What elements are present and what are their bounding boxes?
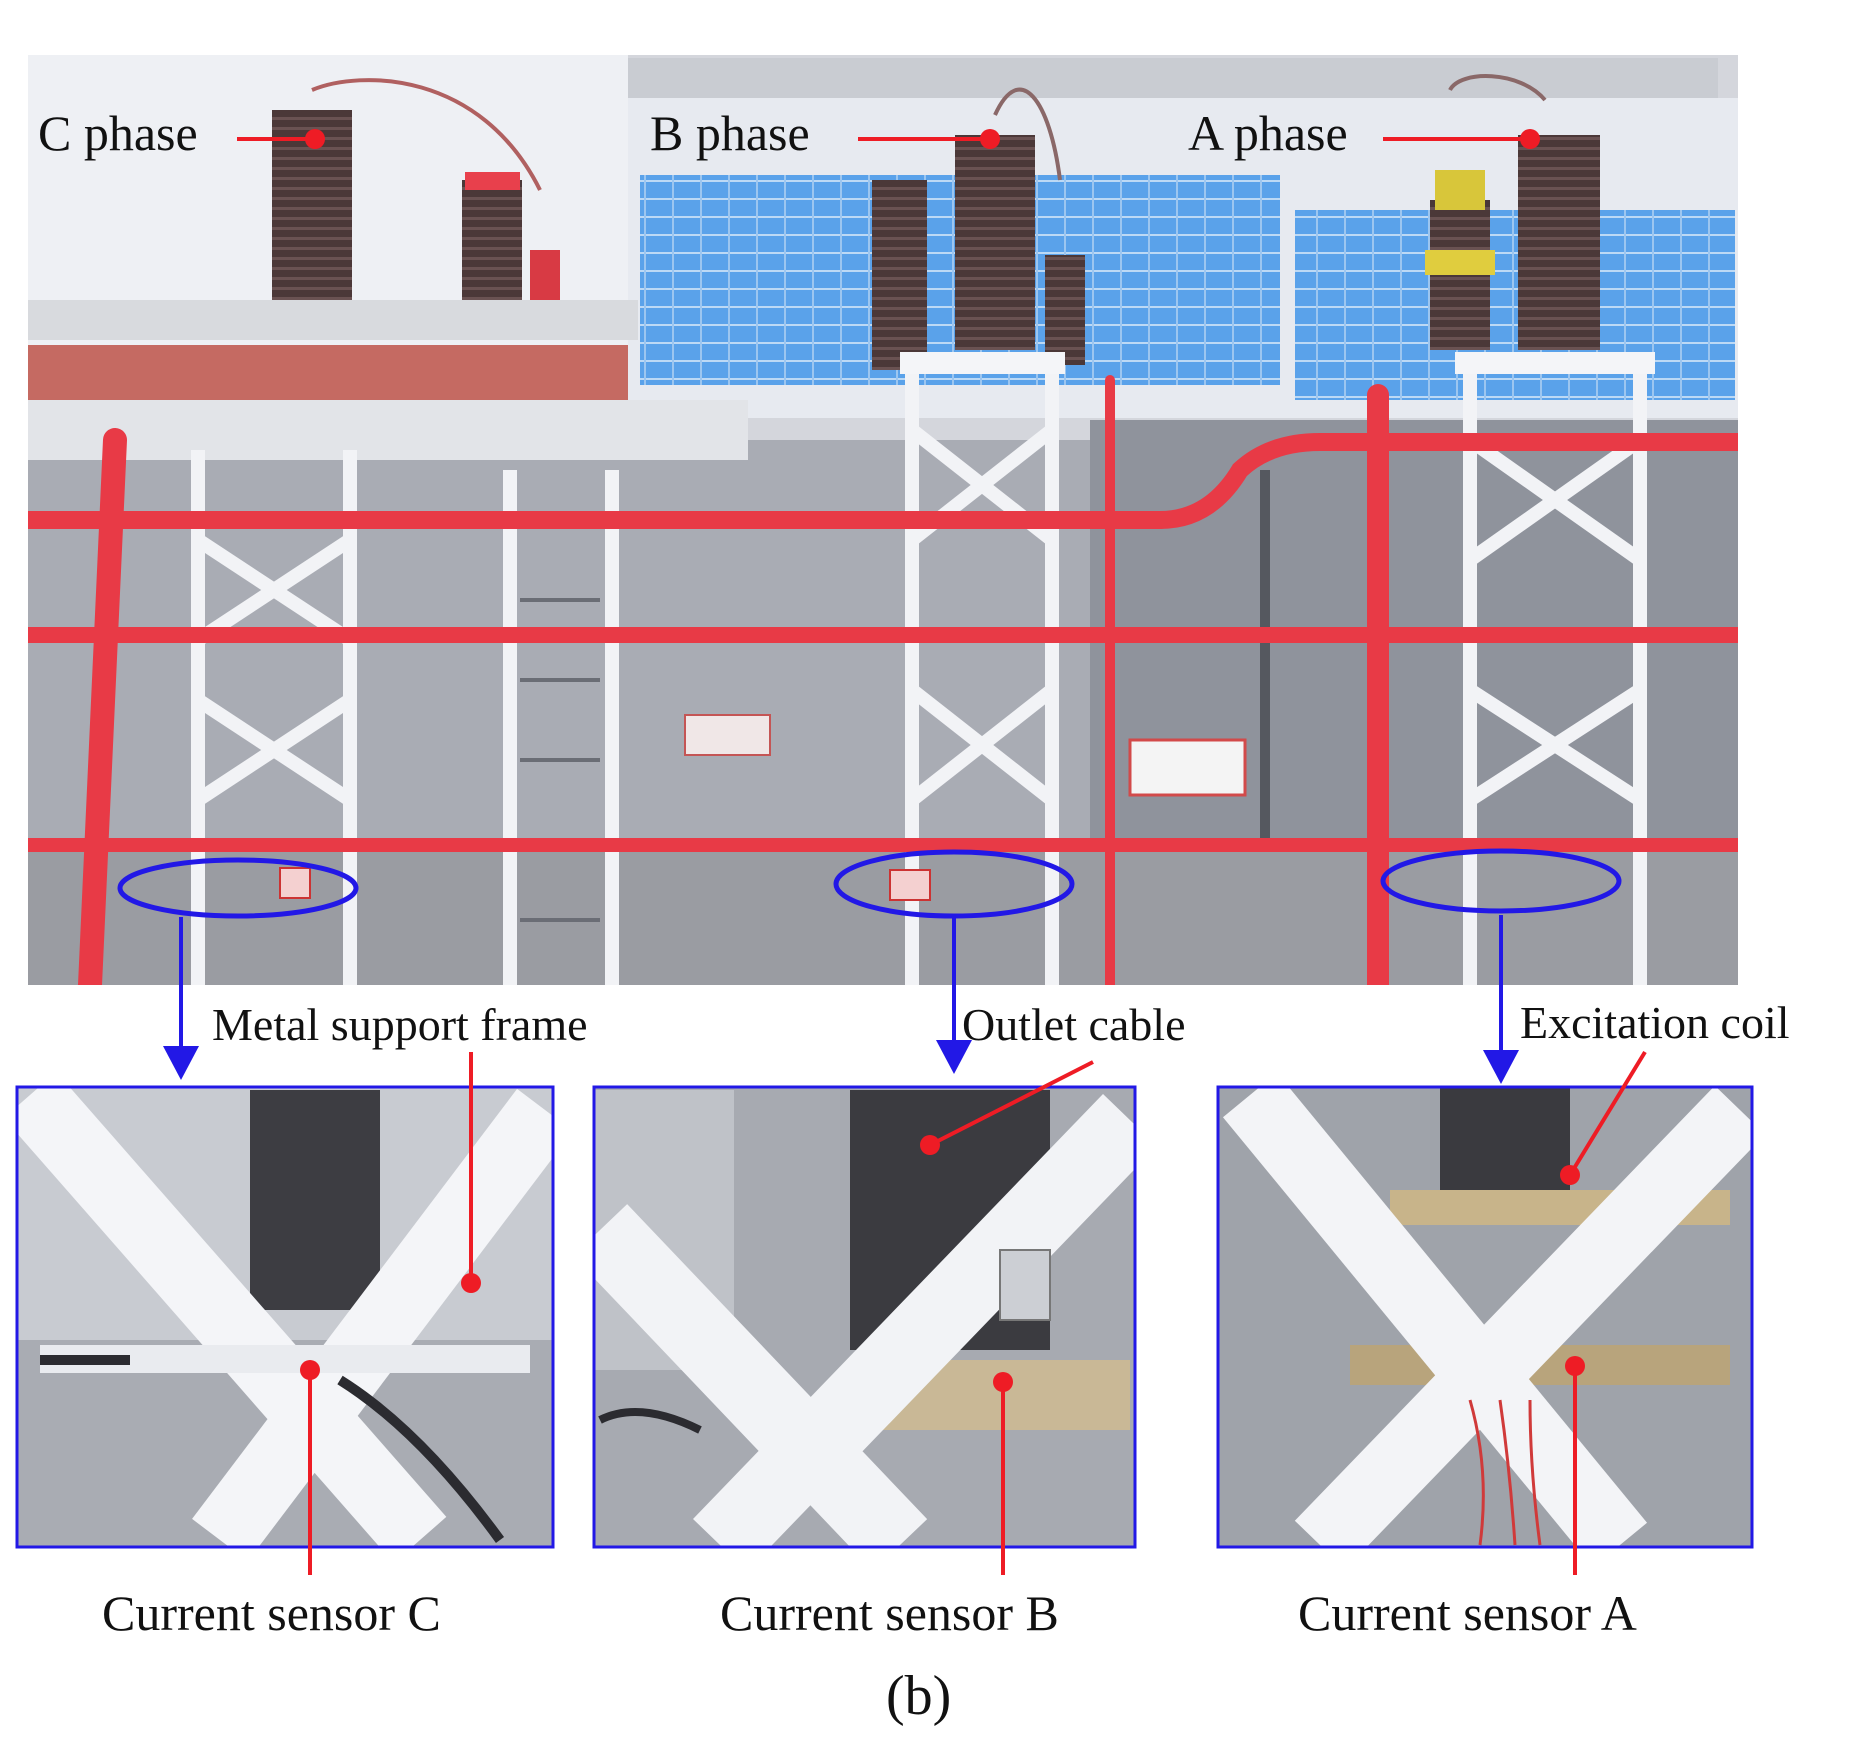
zoom-arrows [163, 915, 1519, 1084]
b-phase-label: B phase [650, 105, 810, 161]
inset-a-frame [1216, 1085, 1754, 1549]
inset-c-frame [15, 1085, 555, 1549]
current-sensor-b-label: Current sensor B [720, 1585, 1059, 1641]
c-phase-label: C phase [38, 105, 198, 161]
a-phase-label: A phase [1188, 105, 1348, 161]
current-sensor-a-label: Current sensor A [1298, 1585, 1637, 1641]
metal-support-frame-label: Metal support frame [212, 999, 588, 1050]
pointer-lines [237, 129, 1647, 1575]
inset-a-photo [1218, 1087, 1752, 1547]
inset-b-photo [594, 1087, 1135, 1547]
inset-c-photo [17, 1087, 553, 1547]
sensor-b-highlight [833, 849, 1075, 919]
sensor-c-highlight [117, 857, 359, 919]
substation-photo [28, 55, 1738, 985]
excitation-coil-label: Excitation coil [1520, 997, 1790, 1048]
inset-b-frame [592, 1085, 1137, 1549]
figure-caption: (b) [886, 1665, 952, 1727]
outlet-cable-label: Outlet cable [962, 999, 1186, 1050]
sensor-a-highlight [1380, 848, 1622, 914]
current-sensor-c-label: Current sensor C [102, 1585, 441, 1641]
